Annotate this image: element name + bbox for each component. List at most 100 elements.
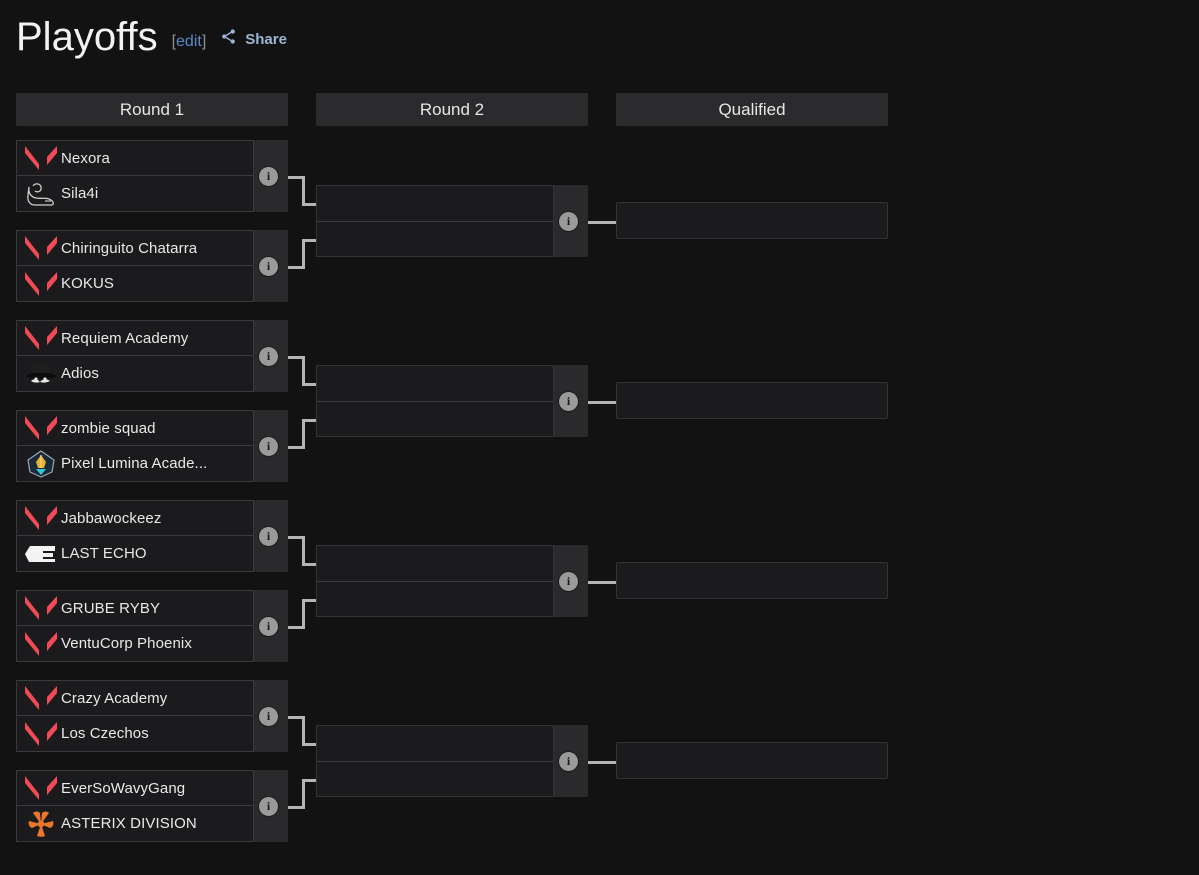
valorant-logo-icon <box>21 414 61 442</box>
match-box-round2[interactable]: i <box>316 185 588 257</box>
team-row[interactable]: LAST ECHO <box>17 536 253 571</box>
connector-riser <box>302 356 305 386</box>
valorant-logo-icon <box>21 324 61 352</box>
connector-riser <box>302 536 305 566</box>
qualified-slot[interactable] <box>616 202 888 239</box>
team-row[interactable]: Pixel Lumina Acade... <box>17 446 253 481</box>
connector-stub <box>288 626 302 629</box>
hat-mustache-icon <box>21 360 61 388</box>
team-name: EverSoWavyGang <box>61 779 186 797</box>
match-info-icon[interactable]: i <box>259 257 278 276</box>
match-info-icon[interactable]: i <box>259 347 278 366</box>
team-row[interactable]: Los Czechos <box>17 716 253 751</box>
match-info-icon[interactable]: i <box>259 167 278 186</box>
match-info-icon[interactable]: i <box>259 617 278 636</box>
team-row[interactable]: KOKUS <box>17 266 253 301</box>
edit-link[interactable]: [edit] <box>172 33 207 51</box>
connector-riser <box>302 419 305 449</box>
team-row[interactable]: Nexora <box>17 141 253 176</box>
team-row[interactable] <box>317 726 553 762</box>
connector-riser <box>302 599 305 629</box>
team-row[interactable]: Sila4i <box>17 176 253 211</box>
qualified-slot[interactable] <box>616 382 888 419</box>
valorant-logo-icon <box>21 594 61 622</box>
connector-stub <box>288 806 302 809</box>
valorant-logo-icon <box>21 234 61 262</box>
match-info-icon[interactable]: i <box>259 707 278 726</box>
match-box-round2[interactable]: i <box>316 725 588 797</box>
connector-stub <box>288 446 302 449</box>
valorant-logo-icon <box>21 144 61 172</box>
flexing-arm-icon <box>21 180 61 208</box>
team-name: Pixel Lumina Acade... <box>61 455 208 472</box>
match-info-icon[interactable]: i <box>259 527 278 546</box>
edit-label: edit <box>176 33 202 50</box>
team-row[interactable] <box>317 366 553 402</box>
connector-riser <box>302 239 305 269</box>
team-row[interactable] <box>317 186 553 222</box>
team-row[interactable]: ASTERIX DIVISION <box>17 806 253 841</box>
match-info-icon[interactable]: i <box>559 752 578 771</box>
valorant-logo-icon <box>21 270 61 298</box>
team-row[interactable] <box>317 402 553 437</box>
share-icon <box>220 28 237 50</box>
match-info-icon[interactable]: i <box>259 437 278 456</box>
team-row[interactable]: Adios <box>17 356 253 391</box>
team-row[interactable]: EverSoWavyGang <box>17 771 253 806</box>
team-row[interactable]: zombie squad <box>17 411 253 446</box>
match-info-icon[interactable]: i <box>259 797 278 816</box>
match-info-icon[interactable]: i <box>559 572 578 591</box>
match-box-round2[interactable]: i <box>316 365 588 437</box>
team-row[interactable] <box>317 762 553 797</box>
qualified-slot[interactable] <box>616 742 888 779</box>
team-row[interactable] <box>317 546 553 582</box>
match-rows <box>316 545 554 617</box>
connector-to-qualified <box>588 581 616 584</box>
team-name: KOKUS <box>61 275 115 292</box>
connector-stub <box>288 176 302 179</box>
team-name: Nexora <box>61 149 110 167</box>
team-row[interactable]: VentuCorp Phoenix <box>17 626 253 661</box>
connector-riser <box>302 716 305 746</box>
team-name: Requiem Academy <box>61 329 189 347</box>
match-info-icon[interactable]: i <box>559 212 578 231</box>
team-row[interactable] <box>317 582 553 617</box>
column-header-qualified: Qualified <box>616 93 888 126</box>
share-button[interactable]: Share <box>220 28 287 50</box>
connector-stub <box>288 716 302 719</box>
team-name: Adios <box>61 365 100 382</box>
team-row[interactable]: Jabbawockeez <box>17 501 253 536</box>
team-name: Jabbawockeez <box>61 509 162 527</box>
team-name: LAST ECHO <box>61 545 147 562</box>
page-header: Playoffs [edit] Share <box>16 14 287 60</box>
team-row[interactable]: GRUBE RYBY <box>17 591 253 626</box>
match-info-icon[interactable]: i <box>559 392 578 411</box>
team-row[interactable]: Requiem Academy <box>17 321 253 356</box>
connector-stub <box>302 779 316 782</box>
match-box-round2[interactable]: i <box>316 545 588 617</box>
team-row[interactable] <box>317 222 553 257</box>
qualified-slot[interactable] <box>616 562 888 599</box>
page-title: Playoffs <box>16 15 158 59</box>
team-row[interactable]: Chiringuito Chatarra <box>17 231 253 266</box>
team-row[interactable]: Crazy Academy <box>17 681 253 716</box>
connector-to-qualified <box>588 401 616 404</box>
connector-stub <box>302 239 316 242</box>
match-rows <box>316 365 554 437</box>
